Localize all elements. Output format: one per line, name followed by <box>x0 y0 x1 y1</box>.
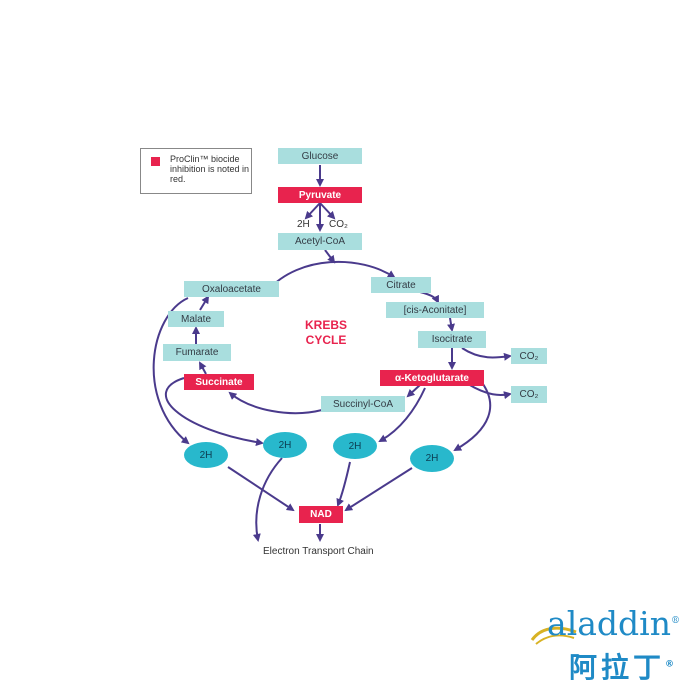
node-co2-alpha: CO₂ <box>511 386 547 403</box>
node-cis-aconitate: [cis-Aconitate] <box>386 302 484 318</box>
logo-latin-text: aladdin® <box>547 604 680 643</box>
aladdin-logo: aladdin® 阿拉丁® <box>520 604 690 688</box>
arrow-isocitrate-co2 <box>461 347 512 361</box>
arrow-2h4-nad <box>344 467 413 512</box>
arrow-succinate-2h2 <box>164 377 264 447</box>
node-succinate: Succinate <box>184 374 254 390</box>
arrow-pyruvate-co2 <box>319 202 336 220</box>
node-glucose: Glucose <box>278 148 362 164</box>
krebs-title-line2: CYCLE <box>305 333 347 347</box>
node-nad: NAD <box>299 506 343 523</box>
arrow-oxaloacetate-2h1 <box>152 297 190 445</box>
node-oxaloacetate: Oxaloacetate <box>184 281 279 297</box>
arrow-akg-2h3 <box>378 387 426 442</box>
arrow-malate-oxaloacetate <box>199 295 210 311</box>
arrow-citrate-aconitate <box>419 291 439 304</box>
oval-2h-2: 2H <box>263 432 307 458</box>
label-co2-pyruvate: CO₂ <box>329 219 348 230</box>
node-co2-isocitrate: CO₂ <box>511 348 547 364</box>
logo-cjk-text: 阿拉丁® <box>569 646 678 686</box>
oval-2h-1: 2H <box>184 442 228 468</box>
arrow-succinylcoa-succinate <box>228 391 323 415</box>
logo-cjk-registered-mark: ® <box>665 659 678 670</box>
label-electron-transport-chain: Electron Transport Chain <box>263 546 374 557</box>
arrow-aconitate-isocitrate <box>447 317 455 332</box>
arrow-pyruvate-2h <box>304 202 321 220</box>
node-acetyl-coa: Acetyl-CoA <box>278 233 362 250</box>
node-pyruvate: Pyruvate <box>278 187 362 203</box>
arrow-2h2-etc <box>252 457 283 542</box>
logo-swirl-icon <box>530 626 577 645</box>
label-2h-pyruvate: 2H <box>297 219 310 230</box>
arrow-akg-succinylcoa <box>406 384 421 398</box>
logo-latin-word: aladdin <box>547 604 671 643</box>
arrow-2h1-nad <box>227 466 295 512</box>
legend-text: ProClin™ biocide inhibition is noted in … <box>170 154 250 184</box>
krebs-title-line1: KREBS <box>304 318 347 332</box>
arrow-akg-co2 <box>467 383 512 400</box>
node-fumarate: Fumarate <box>163 344 231 361</box>
legend: ProClin™ biocide inhibition is noted in … <box>140 148 252 194</box>
node-isocitrate: Isocitrate <box>418 331 486 348</box>
krebs-cycle-title: KREBS CYCLE <box>286 318 366 348</box>
oval-2h-4: 2H <box>410 445 454 472</box>
arrow-succinate-fumarate <box>199 361 207 375</box>
legend-red-swatch <box>151 157 160 166</box>
arrow-akg-2h4 <box>453 379 492 451</box>
logo-cjk-word: 阿拉丁 <box>568 651 665 684</box>
logo-registered-mark: ® <box>671 616 680 626</box>
arrow-2h3-nad <box>336 461 351 507</box>
node-alpha-ketoglutarate: α-Ketoglutarate <box>380 370 484 386</box>
arrow-acetyl-join <box>324 249 336 264</box>
node-malate: Malate <box>168 311 224 327</box>
node-succinyl-coa: Succinyl-CoA <box>321 396 405 412</box>
oval-2h-3: 2H <box>333 433 377 459</box>
node-citrate: Citrate <box>371 277 431 293</box>
